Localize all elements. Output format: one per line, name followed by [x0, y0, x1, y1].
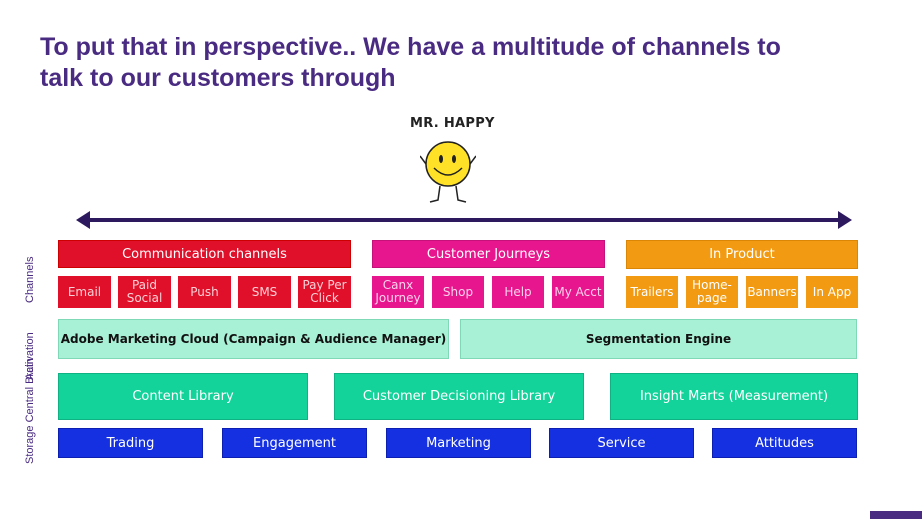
category-service: Service — [549, 428, 694, 458]
category-trading: Trading — [58, 428, 203, 458]
product-home-page: Home-page — [686, 276, 738, 308]
content-library-box: Content Library — [58, 373, 308, 420]
channel-sms: SMS — [238, 276, 291, 308]
product-trailers: Trailers — [626, 276, 678, 308]
channel-push: Push — [178, 276, 231, 308]
channel-pay-per-click: Pay Per Click — [298, 276, 351, 308]
mascot-name: MR. HAPPY — [410, 116, 495, 131]
product-in-app: In App — [806, 276, 858, 308]
page-title: To put that in perspective.. We have a m… — [40, 33, 781, 92]
adobe-marketing-cloud-box: Adobe Marketing Cloud (Campaign & Audien… — [58, 319, 449, 359]
corner-decoration — [870, 511, 922, 519]
insight-marts-box: Insight Marts (Measurement) — [610, 373, 858, 420]
double-arrow-icon — [76, 211, 852, 229]
category-engagement: Engagement — [222, 428, 367, 458]
category-marketing: Marketing — [386, 428, 531, 458]
channel-paid-social: Paid Social — [118, 276, 171, 308]
category-attitudes: Attitudes — [712, 428, 857, 458]
journey-shop: Shop — [432, 276, 484, 308]
mr-happy-illustration — [420, 141, 476, 203]
header-communication-channels: Communication channels — [58, 240, 351, 268]
journey-help: Help — [492, 276, 544, 308]
segmentation-engine-box: Segmentation Engine — [460, 319, 857, 359]
journey-canx-journey: Canx Journey — [372, 276, 424, 308]
journey-my-acct: My Acct — [552, 276, 604, 308]
side-label-storage: Storage Central Brain — [24, 358, 36, 464]
customer-decisioning-library-box: Customer Decisioning Library — [334, 373, 584, 420]
product-banners: Banners — [746, 276, 798, 308]
channel-email: Email — [58, 276, 111, 308]
header-customer-journeys: Customer Journeys — [372, 240, 605, 268]
header-in-product: In Product — [626, 240, 858, 269]
